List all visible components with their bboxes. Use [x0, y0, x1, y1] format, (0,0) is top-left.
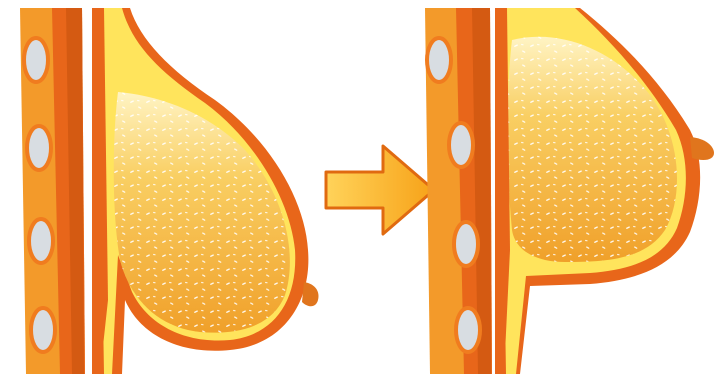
rib — [454, 222, 478, 266]
rib — [24, 38, 48, 82]
rib — [31, 308, 55, 352]
rib — [29, 219, 53, 263]
nipple — [302, 282, 318, 306]
rib — [449, 123, 473, 167]
after-breast-cross-section — [425, 8, 714, 374]
before-breast-cross-section — [20, 8, 318, 374]
rib — [427, 38, 451, 82]
rib — [456, 308, 480, 352]
nipple — [690, 137, 714, 160]
rib — [27, 126, 51, 170]
right-arrow-icon — [326, 146, 434, 234]
